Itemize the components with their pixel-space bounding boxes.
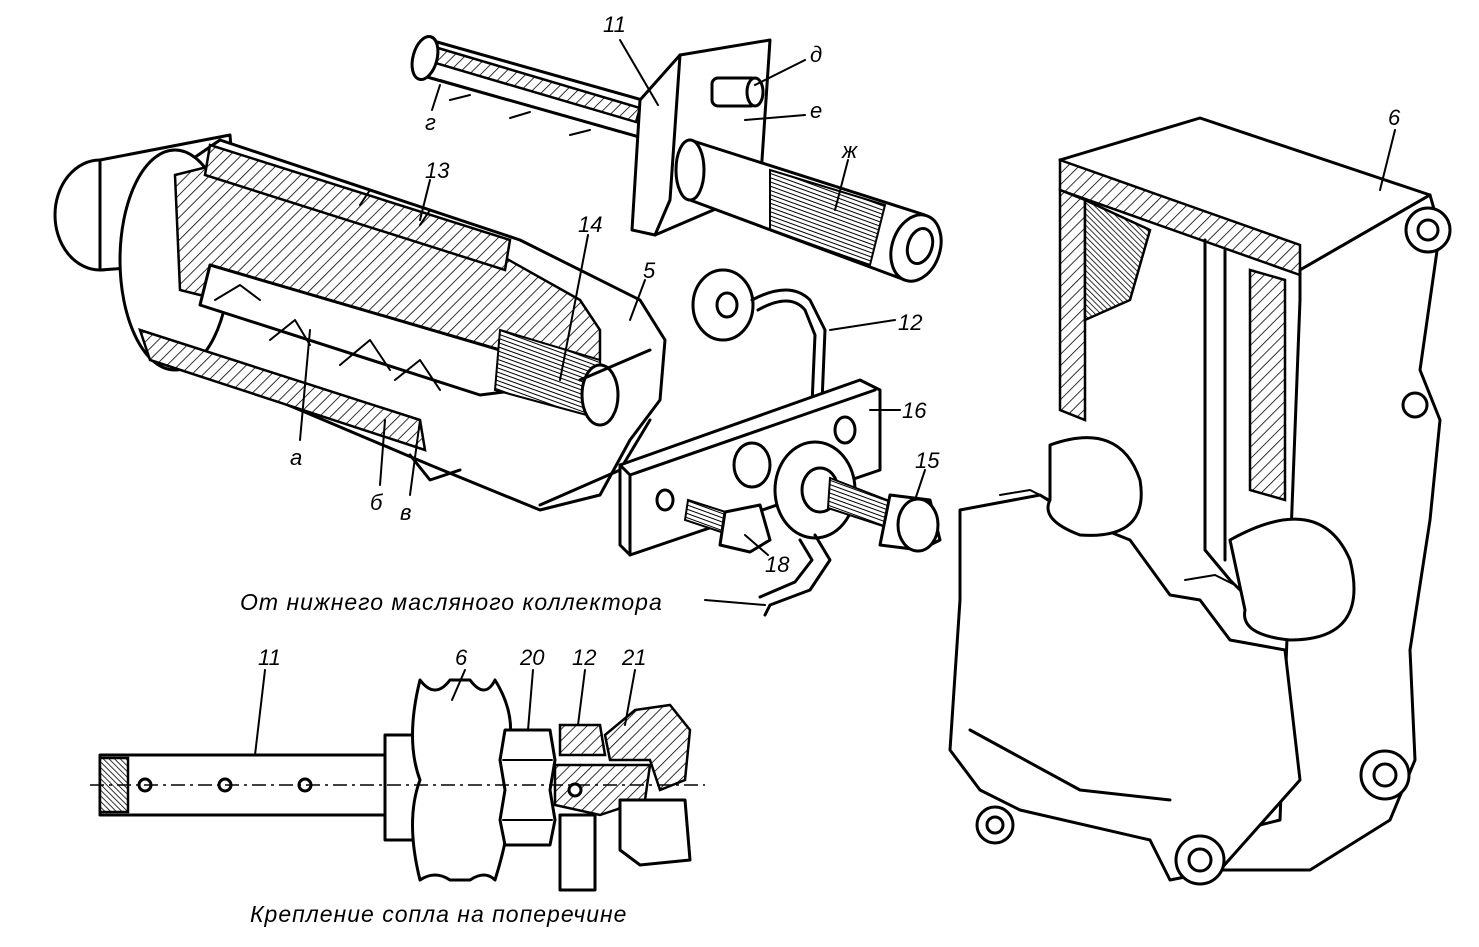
label-14: 14 xyxy=(578,212,602,237)
label-12-top: 12 xyxy=(898,310,922,335)
label-g: г xyxy=(425,110,436,135)
label-5: 5 xyxy=(643,258,656,283)
crossbeam-housing xyxy=(948,116,1452,886)
captions: От нижнего масляного коллектора Креплени… xyxy=(240,589,663,927)
label-6-right: 6 xyxy=(1388,105,1401,130)
distributor-cylinder xyxy=(53,133,667,512)
caption-nozzle-mount: Крепление сопла на поперечине xyxy=(250,901,627,927)
part-labels: 11 д е ж г 13 14 5 12 16 15 18 а б в 6 1… xyxy=(258,12,1401,670)
label-13: 13 xyxy=(425,158,450,183)
label-18: 18 xyxy=(765,552,790,577)
nozzle-mount-section xyxy=(90,678,705,892)
label-11-top: 11 xyxy=(603,12,626,37)
label-15: 15 xyxy=(915,448,940,473)
label-zh: ж xyxy=(841,138,858,163)
label-16: 16 xyxy=(902,398,927,423)
label-20: 20 xyxy=(519,645,545,670)
label-11-bottom: 11 xyxy=(258,645,281,670)
caption-oil-collector: От нижнего масляного коллектора xyxy=(240,589,663,615)
label-v: в xyxy=(400,500,411,525)
label-b: б xyxy=(370,490,384,515)
leader-lines xyxy=(254,39,1396,756)
label-e: е xyxy=(810,98,822,123)
label-6-bottom: 6 xyxy=(455,645,468,670)
label-12-bottom: 12 xyxy=(572,645,596,670)
label-a: а xyxy=(290,445,302,470)
fittings-assembly xyxy=(618,268,942,617)
label-21: 21 xyxy=(621,645,646,670)
label-d: д xyxy=(810,42,822,67)
nozzle-tube-assembly xyxy=(410,35,943,283)
